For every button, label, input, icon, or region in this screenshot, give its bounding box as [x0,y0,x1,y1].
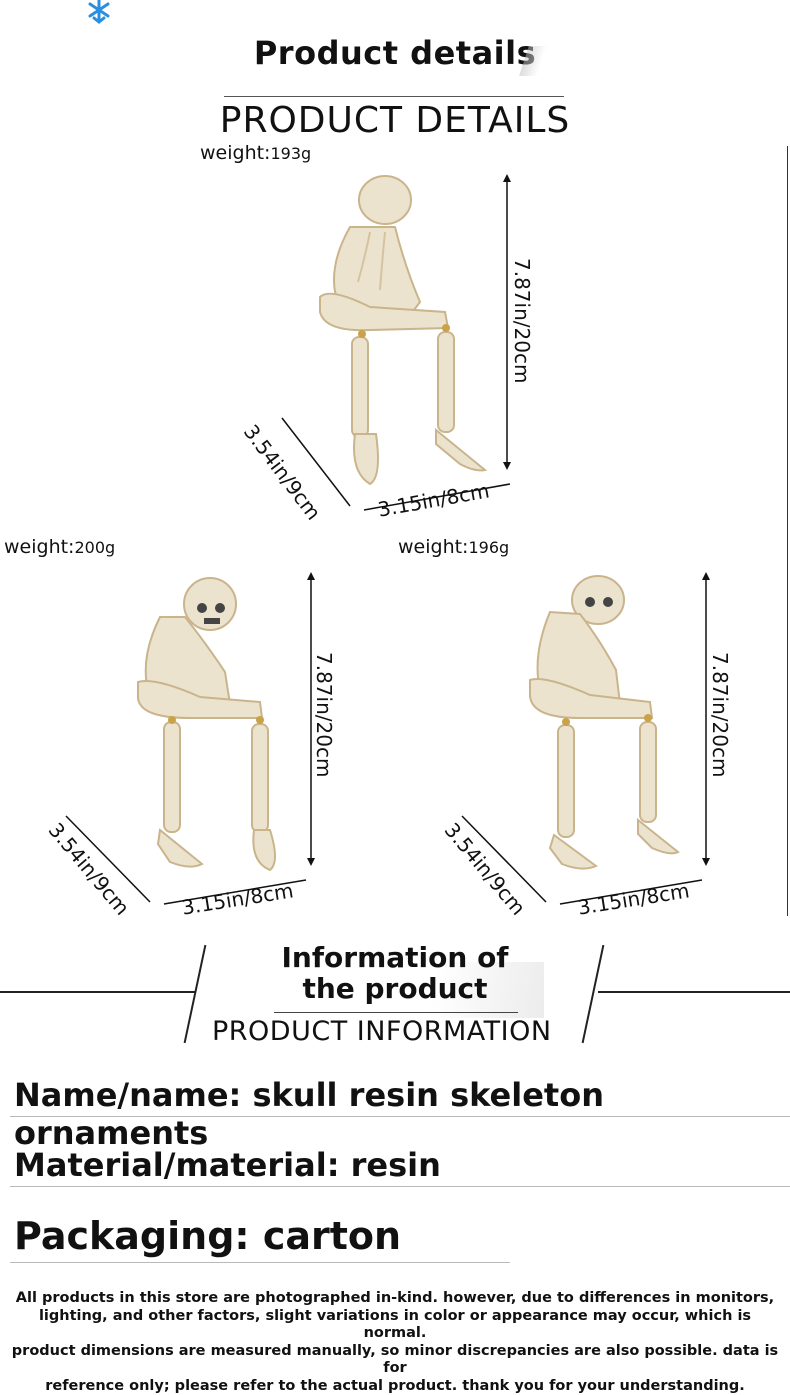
spec-material: Material/material: resin [14,1146,441,1184]
info-slash-left [184,945,207,1043]
weight-label: weight: [4,536,74,558]
disclaimer-line: reference only; please refer to the actu… [10,1378,780,1395]
info-title: Information of the product [270,942,520,1004]
info-title-underline [274,1012,518,1013]
disclaimer-line: lighting, and other factors, slight vari… [10,1308,780,1343]
weight-value: 193g [270,144,311,163]
weight-label: weight: [398,536,468,558]
disclaimer-line: product dimensions are measured manually… [10,1343,780,1378]
info-divider-right [598,991,790,993]
spec-divider [10,1186,790,1187]
spec-divider [10,1262,510,1263]
product-3-weight: weight:196g [398,536,509,558]
info-title-line-1: Information of [270,942,520,973]
disclaimer: All products in this store are photograp… [10,1290,780,1395]
title-divider [224,96,564,97]
product-2-weight: weight:200g [4,536,115,558]
product-2-height-label: 7.87in/20cm [312,652,336,777]
spec-name: Name/name: skull resin skeleton ornament… [14,1076,790,1152]
info-title-line-2: the product [270,973,520,1004]
product-1-height-label: 7.87in/20cm [510,258,534,383]
page-subtitle: PRODUCT DETAILS [0,100,790,141]
right-edge-rule [787,146,788,916]
info-slash-right [582,945,605,1043]
product-3-height-label: 7.87in/20cm [708,652,732,777]
disclaimer-line: All products in this store are photograp… [10,1290,780,1308]
weight-value: 200g [74,538,115,557]
page-title: Product details [0,34,790,72]
info-divider-left [0,991,196,993]
spec-packaging: Packaging: carton [14,1214,401,1258]
info-subtitle: PRODUCT INFORMATION [212,1016,552,1047]
product-1-weight: weight:193g [200,142,311,164]
snowflake-icon [84,0,114,24]
weight-value: 196g [468,538,509,557]
spec-divider [10,1116,790,1117]
weight-label: weight: [200,142,270,164]
